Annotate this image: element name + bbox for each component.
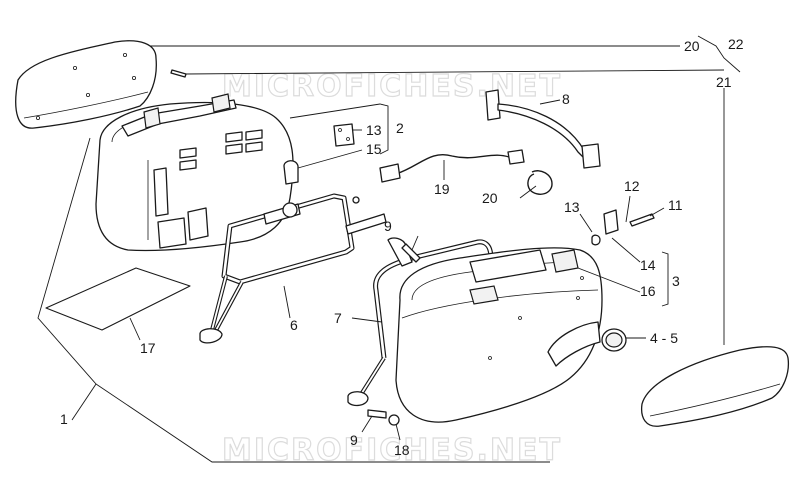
pad-screw (170, 69, 187, 78)
protective-film-sheet (45, 267, 191, 331)
bottom-screws (367, 243, 421, 426)
callout-15: 16 (640, 283, 656, 299)
callout-9-lower: 9 (350, 432, 358, 448)
callout-20: 20 (684, 38, 700, 54)
callout-12: 13 (564, 199, 580, 215)
watermark-bottom: MICROFICHES.NET (222, 433, 562, 468)
retaining-ring (527, 170, 553, 195)
wiring-harness (379, 149, 525, 183)
callout-13-lower: 14 (640, 257, 656, 273)
leader-lines (37, 35, 741, 463)
watermark-top: MICROFICHES.NET (222, 69, 562, 104)
callout-1: 1 (60, 411, 68, 427)
right-saddlebag (395, 247, 603, 423)
callout-6: 6 (290, 317, 298, 333)
callout-3: 3 (672, 273, 680, 289)
callout-2: 2 (396, 120, 404, 136)
callout-22: 22 (728, 36, 744, 52)
callout-9-upper: 9 (384, 218, 392, 234)
callout-11: 12 (624, 178, 640, 194)
top-left-pad (15, 40, 157, 129)
callout-17: 18 (394, 442, 410, 458)
left-mounting-frame (199, 193, 387, 344)
mounting-hardware (591, 209, 655, 246)
callout-19: 20 (482, 190, 498, 206)
clip-14 (283, 160, 299, 185)
callout-18: 19 (434, 181, 450, 197)
callout-8: 8 (562, 91, 570, 107)
left-saddlebag (95, 93, 294, 252)
support-bracket (485, 89, 601, 169)
bracket-13-left (333, 123, 355, 147)
callout-4-5: 4 - 5 (650, 330, 678, 346)
bottom-right-pad (640, 346, 790, 427)
callout-14: 15 (366, 141, 382, 157)
callout-10: 11 (668, 197, 683, 213)
callout-13-upper: 13 (366, 122, 382, 138)
emblem-badge (601, 328, 627, 352)
callout-21: 21 (716, 74, 732, 90)
callout-16: 17 (140, 340, 156, 356)
callout-7: 7 (334, 310, 342, 326)
callout-labels: 20 22 21 8 2 13 15 19 20 12 11 13 9 14 3… (60, 36, 744, 458)
